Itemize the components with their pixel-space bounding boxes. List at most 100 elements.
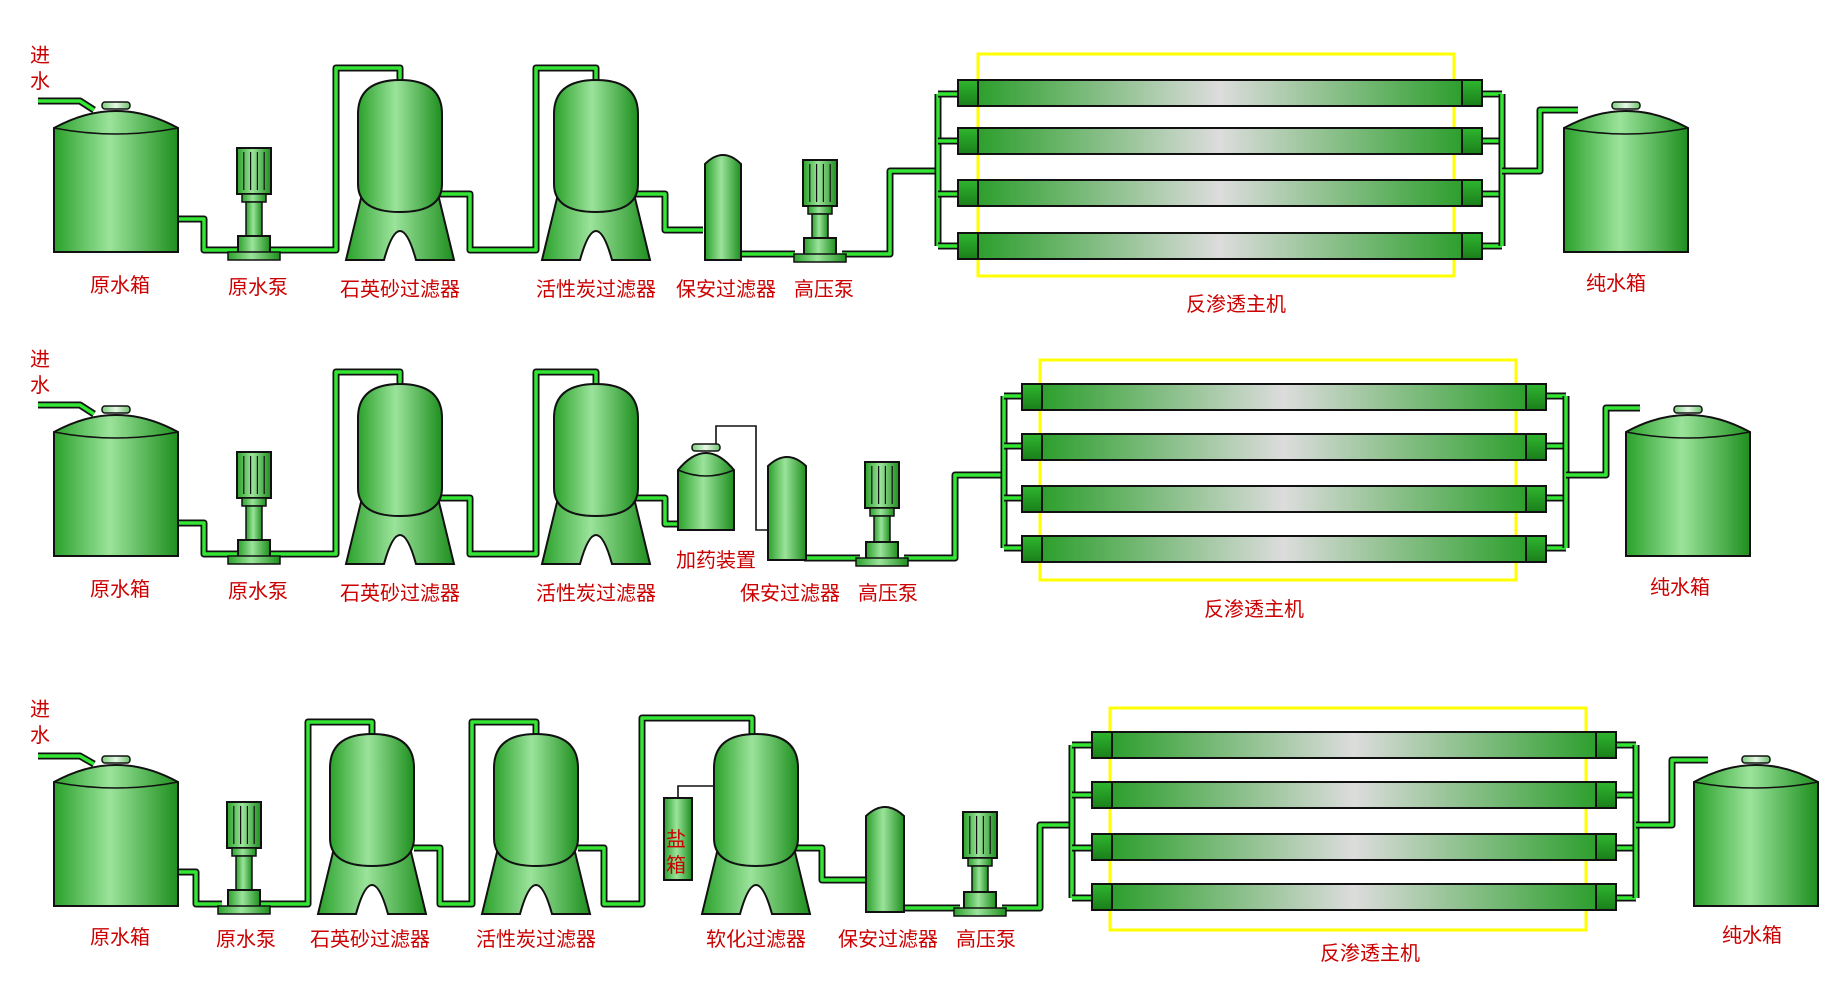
pipe (178, 215, 240, 254)
dosing-line (715, 425, 768, 531)
pump (217, 801, 271, 915)
membrane-tube (957, 79, 1483, 107)
filter-vessel (540, 78, 652, 261)
security-filter-label: 保安过滤器 (838, 927, 938, 951)
ro-membrane-array (1091, 706, 1617, 932)
pipe (414, 718, 540, 908)
ro-unit-label: 反渗透主机 (1186, 292, 1286, 316)
raw-pump-label: 原水泵 (228, 275, 288, 299)
membrane-tube (957, 232, 1483, 260)
ro-unit-label: 反渗透主机 (1204, 597, 1304, 621)
pipe (440, 368, 600, 558)
cartridge-filter (704, 154, 742, 261)
raw-tank-label: 原水箱 (90, 925, 150, 949)
salt-tank-label: 盐箱 (666, 827, 686, 877)
pipe (1002, 821, 1070, 912)
carbon-filter-label: 活性炭过滤器 (536, 277, 656, 301)
pipe (266, 368, 404, 558)
ro-membrane-array (1021, 358, 1547, 582)
sand-filter-label: 石英砂过滤器 (310, 927, 430, 951)
row-1: 进水原水箱原水泵石英砂过滤器活性炭过滤器保安过滤器高压泵反渗透主机纯水箱 (30, 43, 1689, 316)
row-3: 进水盐箱原水箱 原水泵 石英砂过滤器 活性炭过滤器 软化过滤器 保安过滤器高压泵反渗透主机… (30, 697, 1819, 965)
tank (1693, 755, 1819, 907)
inlet-label: 进水 (30, 347, 50, 397)
tank (53, 755, 179, 907)
svg-text:进: 进 (30, 43, 50, 67)
filter-vessel (540, 382, 652, 565)
carbon-filter-label: 活性炭过滤器 (476, 927, 596, 951)
pipe (634, 190, 703, 234)
cartridge-filter (865, 806, 905, 913)
tank (677, 443, 735, 531)
filter-vessel (700, 732, 812, 915)
pump (793, 159, 847, 263)
membrane-tube (1021, 485, 1547, 513)
pure-tank-label: 纯水箱 (1586, 271, 1646, 295)
hp-pump-label: 高压泵 (794, 277, 854, 301)
pipe (1502, 106, 1578, 175)
ro-frame (976, 52, 1456, 278)
pipe (1566, 404, 1640, 479)
pipe (904, 471, 980, 562)
pure-tank-label: 纯水箱 (1722, 923, 1782, 947)
tank (53, 405, 179, 557)
membrane-tube (1091, 833, 1617, 861)
ro-unit-label: 反渗透主机 (1320, 941, 1420, 965)
pipe (38, 401, 96, 417)
membrane-tube (1021, 535, 1547, 563)
raw-pump-label: 原水泵 (228, 579, 288, 603)
pump (953, 811, 1007, 917)
dosing-label: 加药装置 (676, 548, 756, 572)
membrane-tube (957, 127, 1483, 155)
pipe (1482, 90, 1502, 250)
filter-vessel (480, 732, 592, 915)
pipe (258, 718, 376, 908)
membrane-tube (1091, 731, 1617, 759)
filter-vessel (344, 78, 456, 261)
pipe (38, 97, 96, 113)
membrane-tube (1091, 781, 1617, 809)
security-filter-label: 保安过滤器 (676, 277, 776, 301)
pump (855, 461, 909, 567)
tank (1563, 101, 1689, 253)
pipe (1616, 741, 1636, 902)
pipe (38, 752, 96, 768)
svg-text:进: 进 (30, 347, 50, 371)
ro-frame (1038, 358, 1518, 582)
pipe (938, 90, 958, 250)
pipe (1546, 392, 1566, 552)
membrane-tube (1021, 383, 1547, 411)
inlet-label: 进水 (30, 43, 50, 93)
softener-label: 软化过滤器 (706, 927, 806, 951)
cartridge-filter (767, 456, 807, 561)
svg-text:水: 水 (30, 69, 50, 93)
filter-vessel (344, 382, 456, 565)
raw-pump-label: 原水泵 (216, 927, 276, 951)
pump (227, 451, 281, 565)
hp-pump-label: 高压泵 (956, 927, 1016, 951)
svg-text:进: 进 (30, 697, 50, 721)
ro-frame (1108, 706, 1588, 932)
membrane-tube (1021, 433, 1547, 461)
ro-membrane-array (957, 52, 1483, 278)
tank (1625, 405, 1751, 557)
inlet-label: 进水 (30, 697, 50, 747)
pipe (1072, 741, 1092, 902)
svg-text:水: 水 (30, 723, 50, 747)
pipe (178, 519, 240, 558)
svg-text:箱: 箱 (666, 853, 686, 877)
pipe (578, 714, 756, 908)
hp-pump-label: 高压泵 (858, 581, 918, 605)
svg-text:水: 水 (30, 373, 50, 397)
sand-filter-label: 石英砂过滤器 (340, 581, 460, 605)
salt-tank (663, 797, 693, 881)
row-2: 进水原水箱原水泵石英砂过滤器活性炭过滤器加药装置保安过滤器高压泵反渗透主机纯水箱 (30, 347, 1751, 621)
membrane-tube (1091, 883, 1617, 911)
pipe (1636, 756, 1708, 829)
pipe (440, 64, 600, 254)
pipe (842, 167, 912, 258)
carbon-filter-label: 活性炭过滤器 (536, 581, 656, 605)
pipe (796, 844, 866, 884)
raw-tank-label: 原水箱 (90, 577, 150, 601)
